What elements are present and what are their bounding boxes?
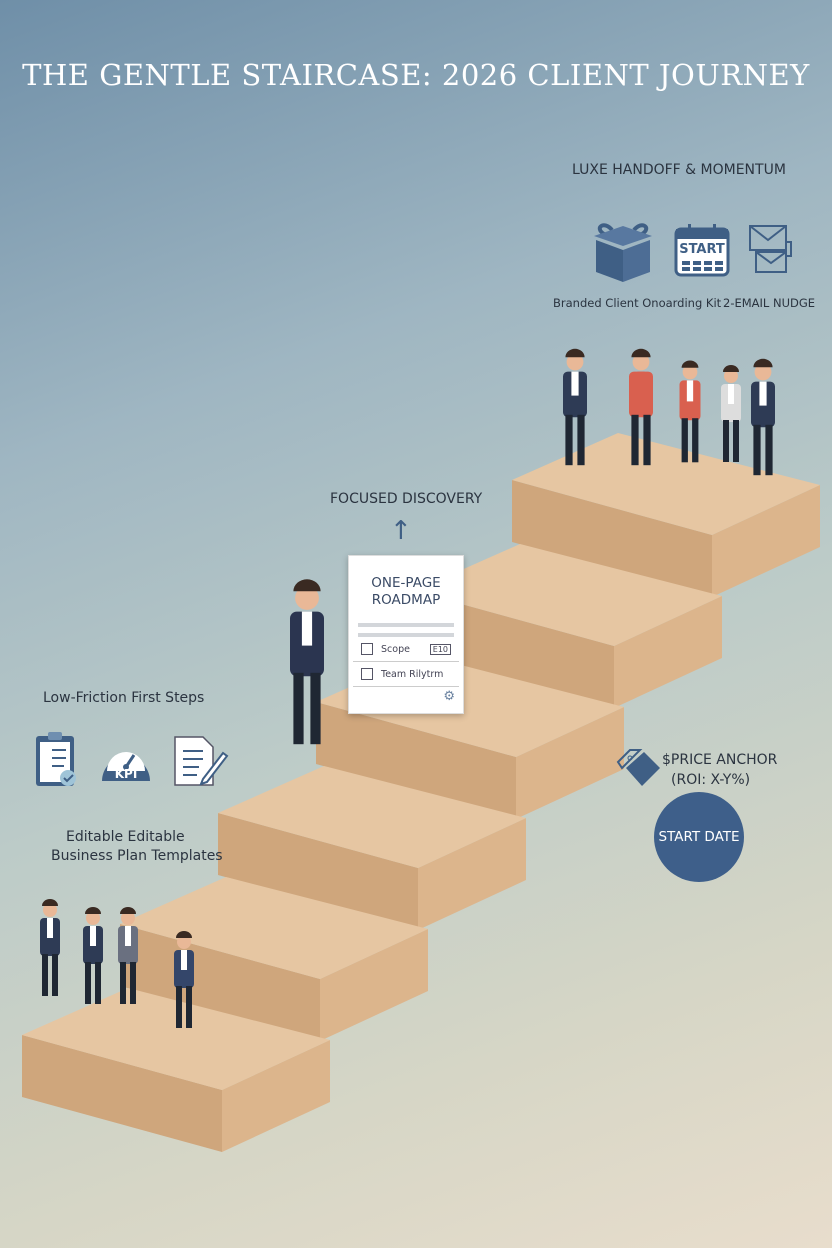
step-side-face: [516, 707, 624, 819]
start-date-badge: START DATE: [654, 792, 744, 882]
step-front-face: [316, 702, 516, 819]
calendar-start-icon: [674, 224, 730, 277]
step-side-face: [712, 485, 820, 597]
arrow-up-icon: ↑: [390, 516, 412, 546]
step-side-face: [320, 929, 428, 1041]
caption-line-1: Editable Editable: [66, 829, 185, 845]
roadmap-title-1: ONE-PAGE: [371, 575, 441, 591]
person: [40, 899, 60, 996]
envelopes-icon: [749, 225, 792, 273]
onboarding-kit-label: Branded Client Onoarding Kit: [553, 296, 722, 310]
step-side-face: [222, 1040, 330, 1152]
scope-label: Scope: [381, 643, 410, 655]
person: [174, 931, 194, 1028]
team-label: Team Rilytrm: [381, 668, 444, 680]
calendar-icon: [361, 668, 373, 680]
step-top-face: [120, 877, 428, 979]
person: [751, 358, 775, 476]
caption-line-2: Business Plan Templates: [51, 848, 223, 864]
luxe-handoff-heading: LUXE HANDOFF & MOMENTUM: [572, 162, 786, 178]
price-tag-icon: [616, 749, 660, 786]
person: [629, 348, 653, 466]
step-top-face: [22, 988, 330, 1090]
presenter-person: [290, 579, 324, 745]
scope-badge: E10: [429, 643, 451, 655]
step-front-face: [414, 591, 614, 708]
first-steps-heading: Low-Friction First Steps: [43, 690, 205, 706]
calendar-start-text: START: [679, 242, 725, 257]
person: [118, 907, 138, 1004]
roi-label: (ROI: X-Y%): [671, 772, 751, 788]
gear-icon: ⚙: [443, 689, 455, 704]
gift-box-icon: [594, 223, 652, 282]
kpi-text: KPI: [114, 767, 138, 781]
focused-discovery-heading: FOCUSED DISCOVERY: [330, 491, 483, 507]
step-side-face: [418, 818, 526, 930]
price-anchor-label: $PRICE ANCHOR: [662, 752, 778, 768]
step-top-face: [414, 544, 722, 646]
person: [83, 907, 103, 1004]
roadmap-row-team: Team Rilytrm: [353, 662, 459, 687]
page-title: THE GENTLE STAIRCASE: 2026 CLIENT JOURNE…: [22, 58, 810, 92]
roadmap-title-2: ROADMAP: [371, 592, 441, 608]
step-front-face: [120, 924, 320, 1041]
step-top-face: [512, 433, 820, 535]
step-top-face: [218, 766, 526, 868]
step-front-face: [512, 480, 712, 597]
person: [679, 360, 701, 463]
step-front-face: [22, 1035, 222, 1152]
roadmap-row-scope: Scope E10: [353, 637, 459, 662]
step-front-face: [218, 813, 418, 930]
kpi-gauge-icon: [102, 752, 150, 781]
clipboard-check-icon: [36, 732, 76, 786]
email-nudge-label: 2-EMAIL NUDGE: [723, 296, 816, 310]
person: [721, 365, 741, 462]
person: [563, 348, 587, 466]
scope-icon: [361, 643, 373, 655]
document-pen-icon: [174, 736, 229, 786]
step-side-face: [614, 596, 722, 708]
